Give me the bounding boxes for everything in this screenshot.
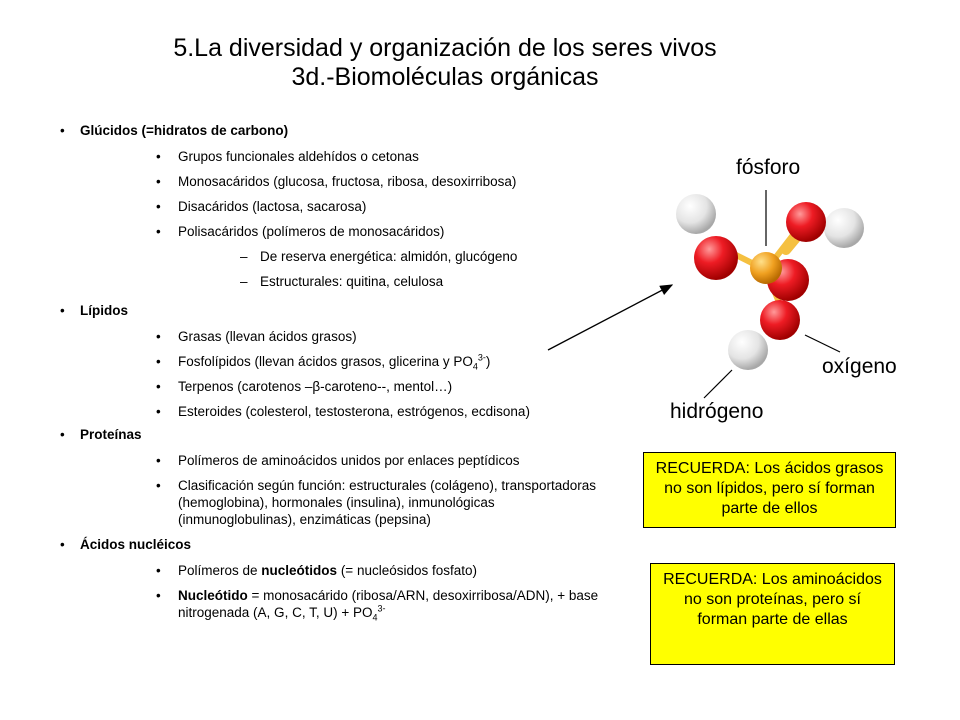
sub-list-item: –De reserva energética: almidón, glucóge… [240,249,518,264]
note-box-proteinas: RECUERDA: Los aminoácidos no son proteín… [650,563,895,665]
heading-acidos-nucleicos: Ácidos nucléicos [60,536,620,554]
list-item: •Grasas (llevan ácidos grasos) [156,329,357,344]
hydrogen-atom [676,194,716,234]
list-item: •Nucleótido = monosacárido (ribosa/ARN, … [156,588,599,623]
hydrogen-atom [824,208,864,248]
list-item: •Polisacáridos (polímeros de monosacárid… [156,224,445,239]
heading-proteinas: Proteínas [60,426,620,444]
list-item: •Clasificación según función: estructura… [156,478,596,527]
oxygen-atom [694,236,738,280]
heading-lipidos: Lípidos [60,302,620,320]
list-item: •Polímeros de nucleótidos (= nucleósidos… [156,563,478,578]
list-item: •Fosfolípidos (llevan ácidos grasos, gli… [156,352,491,372]
list-item: •Terpenos (carotenos –β-caroteno--, ment… [156,379,453,394]
label-oxygen: oxígeno [822,355,897,378]
oxygen-atom [786,202,826,242]
hydrogen-atom [728,330,768,370]
list-item: •Polímeros de aminoácidos unidos por enl… [156,453,520,468]
sub-list-item: –Estructurales: quitina, celulosa [240,274,444,289]
title-line-1: 5.La diversidad y organización de los se… [173,34,717,62]
slide-title: 5.La diversidad y organización de los se… [0,34,890,92]
heading-glucidos: Glúcidos (=hidratos de carbono) [60,122,620,140]
list-item: •Esteroides (colesterol, testosterona, e… [156,404,530,419]
title-line-2: 3d.-Biomoléculas orgánicas [291,63,599,91]
label-phosphorus: fósforo [736,156,801,179]
list-item: •Grupos funcionales aldehídos o cetonas [156,149,419,164]
note-box-lipidos: RECUERDA: Los ácidos grasos no son lípid… [643,452,896,528]
label-hydrogen: hidrógeno [670,400,764,423]
oxygen-atom [760,300,800,340]
outline: Glúcidos (=hidratos de carbono) •Grupos … [60,122,620,623]
arrow-to-molecule [547,284,674,351]
hydrogen-pointer [703,369,733,399]
phosphorus-atom [750,252,782,284]
list-item: •Disacáridos (lactosa, sacarosa) [156,199,367,214]
oxygen-pointer [804,334,841,353]
list-item: •Monosacáridos (glucosa, fructosa, ribos… [156,174,517,189]
